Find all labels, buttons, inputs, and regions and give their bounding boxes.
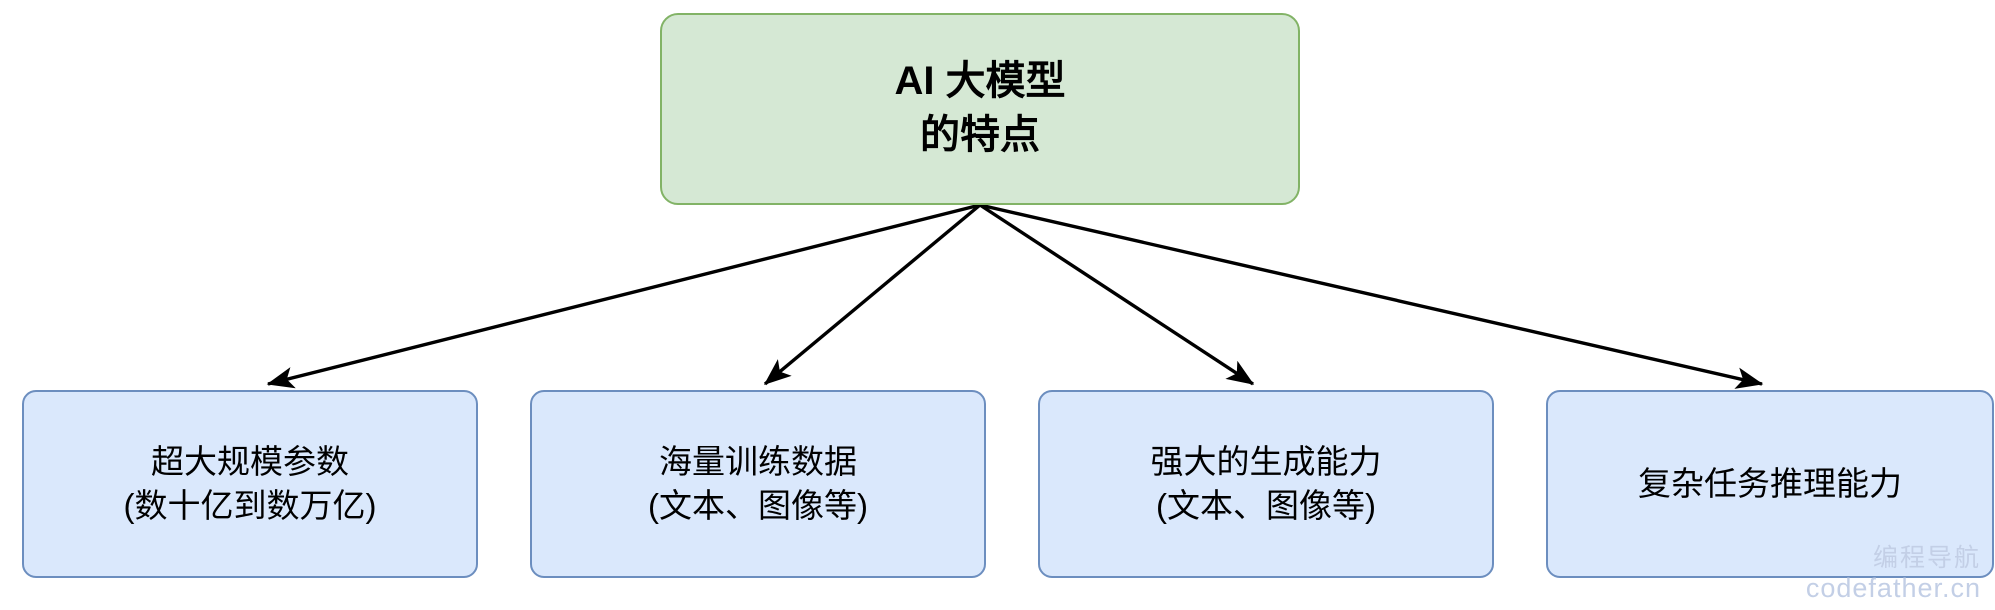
leaf-node-parameters[interactable]: 超大规模参数 (数十亿到数万亿) [22,390,478,578]
leaf-node-label: 海量训练数据 (文本、图像等) [648,442,868,524]
edge-root-to-leaf-2 [979,203,1255,386]
edge-root-to-leaf-1 [763,203,982,386]
edge-root-to-leaf-3 [979,203,1764,389]
leaf-node-label: 强大的生成能力 (文本、图像等) [1150,442,1382,524]
leaf-node-label: 复杂任务推理能力 [1638,464,1902,502]
root-node[interactable]: AI 大模型 的特点 [660,13,1300,205]
leaf-node-training-data[interactable]: 海量训练数据 (文本、图像等) [530,390,986,578]
edge-root-to-leaf-0 [266,203,981,389]
leaf-node-generation-ability[interactable]: 强大的生成能力 (文本、图像等) [1038,390,1494,578]
root-node-label: AI 大模型 的特点 [894,59,1066,157]
leaf-node-label: 超大规模参数 (数十亿到数万亿) [123,442,377,524]
leaf-node-reasoning-ability[interactable]: 复杂任务推理能力 [1546,390,1994,578]
